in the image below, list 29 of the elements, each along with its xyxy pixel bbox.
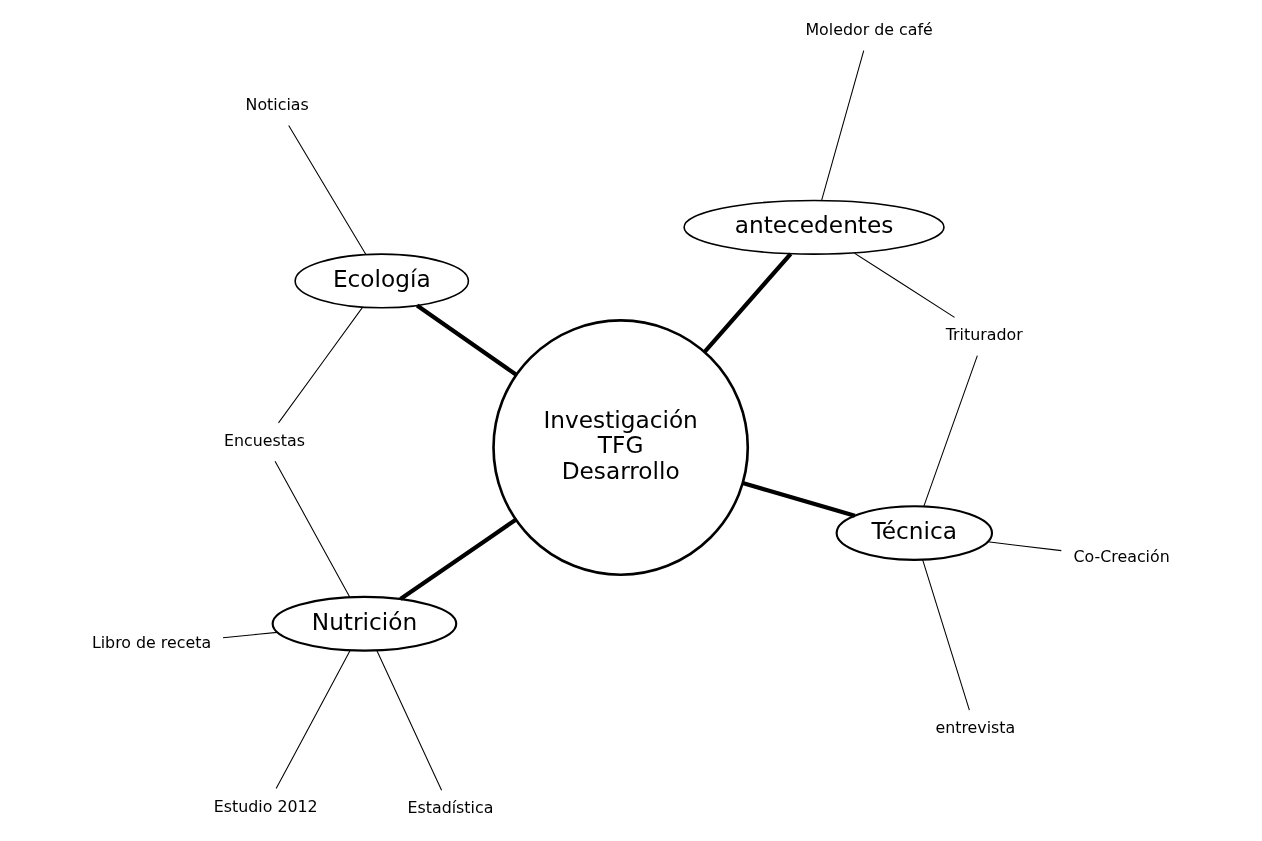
connector <box>288 125 367 255</box>
connector <box>275 650 351 790</box>
connector <box>923 355 978 507</box>
connector <box>222 631 278 639</box>
connector <box>277 306 364 424</box>
connector <box>399 517 518 601</box>
node-ellipse: Ecología <box>294 253 470 309</box>
connector <box>742 481 856 518</box>
node-text: Triturador <box>945 325 1023 345</box>
connector <box>922 559 970 711</box>
connector <box>376 650 443 791</box>
connector <box>703 252 793 354</box>
node-text: Estadística <box>407 798 494 818</box>
node-text: entrevista <box>935 718 1016 737</box>
node-text: Noticias <box>245 95 309 115</box>
node-text: Encuestas <box>224 430 305 450</box>
connector <box>853 252 956 318</box>
node-ellipse: Nutrición <box>271 595 458 652</box>
node-text: Co-Creación <box>1073 546 1170 566</box>
node-text: Moledor de café <box>805 20 933 40</box>
connector <box>415 303 518 377</box>
connector <box>987 541 1062 552</box>
node-ellipse: antecedentes <box>683 199 945 255</box>
node-circle: Investigación TFG Desarrollo <box>492 319 750 577</box>
connector <box>821 50 865 201</box>
connector <box>274 460 351 598</box>
node-text: Estudio 2012 <box>213 796 318 816</box>
node-text: Libro de receta <box>91 633 212 653</box>
node-ellipse: Técnica <box>835 505 994 561</box>
